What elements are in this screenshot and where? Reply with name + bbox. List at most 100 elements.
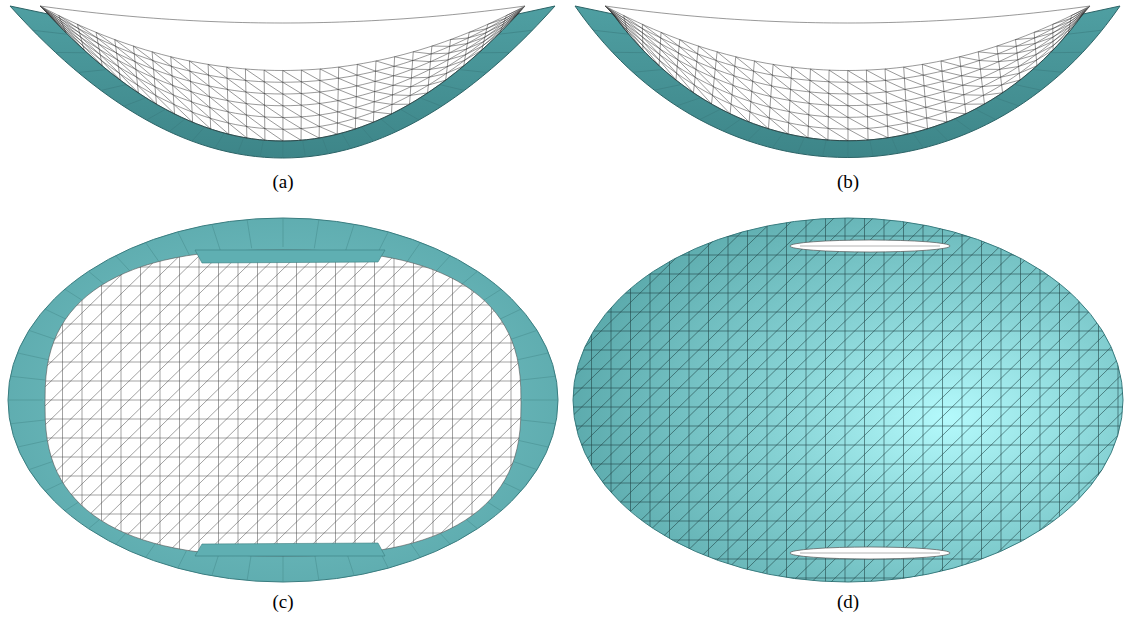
wire-line: [698, 46, 716, 60]
wire-line: [80, 33, 100, 49]
wire-line: [0, 248, 266, 558]
wire-line: [469, 29, 487, 33]
wire-line: [174, 104, 193, 122]
facet-line: [283, 553, 284, 582]
wire-line: [906, 101, 926, 108]
wire-line: [264, 70, 283, 82]
facet-line: [342, 133, 351, 148]
wire-line: [1002, 80, 1020, 85]
wire-line: [43, 343, 523, 344]
wire-line: [337, 123, 355, 129]
wire-line: [944, 91, 964, 94]
wire-line: [411, 77, 429, 79]
wire-line: [401, 217, 777, 583]
facet-line: [1033, 69, 1063, 72]
wireframe: [40, 6, 525, 141]
wire-line: [1084, 217, 1129, 583]
wire-line: [869, 217, 1129, 583]
wire-line: [866, 70, 885, 80]
wire-line: [791, 89, 810, 103]
facet-line: [146, 109, 165, 120]
wire-line: [503, 11, 520, 24]
wire-line: [0, 248, 90, 558]
wire-line: [643, 33, 661, 49]
wire-line: [678, 60, 695, 77]
wire-line: [1079, 217, 1080, 583]
wire-line: [518, 217, 894, 583]
wire-line: [733, 217, 1109, 583]
wire-line: [572, 350, 1124, 351]
facet-line: [17, 353, 51, 361]
wire-line: [155, 87, 174, 105]
wire-line: [210, 107, 229, 123]
wire-line: [260, 248, 578, 558]
wire-line: [613, 14, 1083, 141]
wire-line: [450, 44, 468, 47]
wire-line: [942, 217, 943, 583]
wire-line: [43, 400, 523, 401]
wire-line: [811, 217, 1129, 583]
wire-line: [1064, 217, 1129, 583]
facet-line: [192, 127, 205, 141]
facet-line: [891, 137, 898, 153]
wire-line: [343, 217, 719, 583]
wire-line: [466, 41, 483, 49]
wire-line: [680, 40, 698, 54]
wire-line: [430, 67, 448, 70]
panel-label: (c): [272, 592, 293, 613]
wire-line: [772, 217, 1129, 583]
wire-line: [123, 248, 441, 558]
wire-line: [117, 53, 136, 69]
wire-line: [451, 38, 469, 40]
wire-line: [924, 86, 944, 92]
wire-line: [428, 80, 445, 85]
wire-line: [299, 248, 617, 558]
wire-line: [338, 89, 356, 96]
wire-line: [713, 87, 731, 105]
wireframe: [206, 217, 1129, 583]
facet-line: [212, 224, 221, 252]
wire-line: [1020, 217, 1021, 583]
wire-line: [265, 217, 641, 583]
wire-line: [611, 217, 612, 583]
wire-line: [264, 93, 283, 105]
wire-line: [392, 104, 410, 105]
wireframe: [605, 6, 1090, 141]
wire-line: [928, 217, 1129, 583]
wire-line: [432, 46, 450, 47]
wire-line: [770, 107, 789, 123]
wire-line: [1059, 217, 1060, 583]
wire-line: [572, 483, 1124, 484]
wire-line: [572, 521, 1124, 522]
wire-line: [0, 248, 168, 558]
wire-line: [538, 217, 914, 583]
wire-line: [265, 105, 283, 117]
wire-line: [694, 217, 1070, 583]
wire-line: [864, 217, 865, 583]
wire-line: [557, 217, 933, 583]
wire-line: [228, 101, 247, 115]
panel-label: (b): [837, 172, 859, 193]
wire-line: [485, 27, 502, 37]
wire-line: [40, 6, 525, 23]
wire-line: [413, 52, 431, 54]
wire-line: [923, 75, 943, 81]
wire-line: [395, 57, 413, 61]
wire-line: [40, 6, 60, 18]
wire-line: [635, 217, 1011, 583]
wire-line: [1016, 43, 1035, 46]
wire-line: [152, 52, 171, 66]
wire-line: [1025, 217, 1129, 583]
facet-line: [823, 140, 827, 157]
wire-line: [830, 217, 1129, 583]
wire-line: [678, 53, 695, 69]
facet-line: [1067, 30, 1102, 34]
facet-line: [283, 218, 284, 247]
wire-line: [1118, 217, 1119, 583]
wire-line: [1036, 46, 1053, 55]
wire-line: [885, 69, 904, 78]
wire-line: [927, 118, 947, 122]
facet-line: [10, 420, 45, 424]
wire-line: [867, 93, 887, 103]
facet-line: [303, 140, 306, 157]
